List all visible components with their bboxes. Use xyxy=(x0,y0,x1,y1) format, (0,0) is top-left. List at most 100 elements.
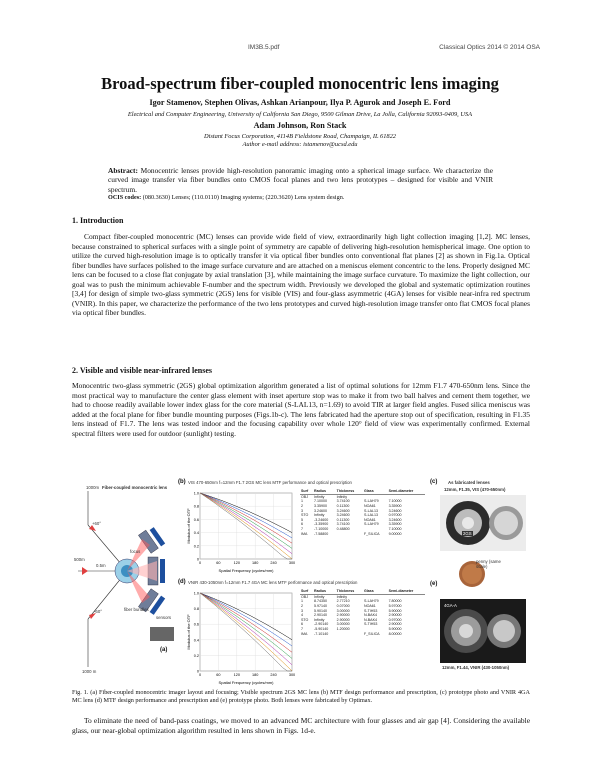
table-cell: 2.90000 xyxy=(336,613,350,618)
table-header-cell: Semi-diameter xyxy=(387,589,425,595)
table-cell: 7 xyxy=(301,627,303,632)
author-email: Author e-mail address: istamenov@ucsd.ed… xyxy=(242,141,358,148)
table-cell: S-LAH79 xyxy=(363,522,379,527)
table-cell: 3.24600 xyxy=(336,508,350,513)
figure-1: 1000m Fiber-coupled monocentric lens +60… xyxy=(72,477,530,685)
mtf-b-mtf-curve xyxy=(199,492,293,544)
table-cell: 5.90140 xyxy=(314,608,328,613)
ocis-label: OCIS codes: xyxy=(108,194,142,201)
mtf-d-xtick: 300 xyxy=(289,673,295,677)
mtf-b-mtf-curve xyxy=(199,492,293,554)
mtf-b-xtick: 120 xyxy=(234,561,240,565)
table-cell: -7.10140 xyxy=(314,631,329,636)
table-cell: 3 xyxy=(301,608,303,613)
table-cell: 2.77210 xyxy=(336,599,350,604)
table-cell: 0.48800 xyxy=(336,527,350,532)
table-cell: NOA61 xyxy=(363,604,376,609)
mtf-d-xtick: 240 xyxy=(270,673,276,677)
mtf-d-mtf-curve xyxy=(199,592,293,641)
mtf-d-mtf-curve xyxy=(199,592,293,665)
table-cell: 1 xyxy=(301,499,303,504)
table-cell: 2 xyxy=(301,504,303,509)
panel-a-layout-diagram xyxy=(78,491,174,667)
table-cell: 2.90140 xyxy=(314,613,328,618)
fig-a-label-1000m: 1000m xyxy=(86,485,100,490)
table-cell: N-BAK4 xyxy=(363,617,377,622)
table-cell: -3.35900 xyxy=(314,522,329,527)
table-cell: STO xyxy=(301,617,309,622)
table-cell: Infinity xyxy=(336,494,348,499)
mtf-d-mtf-curve xyxy=(199,592,293,653)
table-cell: 2.90000 xyxy=(388,622,402,627)
mtf-b-mtf-curve xyxy=(199,492,293,549)
table-header-cell: Semi-diameter xyxy=(387,489,425,495)
mtf-d-xtick: 120 xyxy=(234,673,240,677)
table-cell: 5.97140 xyxy=(314,604,328,609)
authors: Igor Stamenov, Stephen Olivas, Ashkan Ar… xyxy=(149,98,451,107)
table-cell: 9.00000 xyxy=(388,531,402,536)
table-cell: 3.74100 xyxy=(336,499,350,504)
table-cell: 7.10000 xyxy=(388,499,402,504)
table-cell: -7.10000 xyxy=(314,527,329,532)
table-cell: -2.90140 xyxy=(314,622,329,627)
table-cell: -5.90140 xyxy=(314,627,329,632)
mtf-d-xtick: 60 xyxy=(216,673,220,677)
section-heading-lenses: 2. Visible and visible near-infrared len… xyxy=(72,366,213,375)
lens-photo-4ga-label: 4GA-A xyxy=(444,603,457,608)
table-cell: S-TIH53 xyxy=(363,608,378,613)
table-cell: 3.35900 xyxy=(314,504,328,509)
table-cell: 0.07000 xyxy=(336,604,350,609)
table-cell: STO xyxy=(301,513,309,518)
lens-photo-4ga xyxy=(440,599,526,663)
table-cell: 7.80000 xyxy=(388,599,402,604)
table-header-cell: Thickness xyxy=(335,489,363,495)
mtf-b-ytick: 0.6 xyxy=(194,518,199,522)
mtf-d-ytick: 0.2 xyxy=(194,654,199,658)
table-cell: 7.10000 xyxy=(388,527,402,532)
fig-a-label-500m: 500m xyxy=(74,557,85,562)
mtf-b-xtick: 180 xyxy=(252,561,258,565)
table-cell: 0.97000 xyxy=(388,617,402,622)
table-cell: Infinity xyxy=(336,594,348,599)
mtf-d-xtick: 180 xyxy=(252,673,258,677)
table-header-cell: Glass xyxy=(362,589,388,595)
table-cell: Infinity xyxy=(314,617,325,622)
mtf-b-ytick: 0.4 xyxy=(194,531,199,535)
fig-a-title: Fiber-coupled monocentric lens xyxy=(102,485,168,490)
panel-c-subtitle: 12mm, F1.35, VIS (470-650nm) xyxy=(444,487,506,492)
intro-paragraph: Compact fiber-coupled monocentric (MC) l… xyxy=(72,232,530,318)
table-cell: 5.90000 xyxy=(388,608,402,613)
table-cell: OBJ xyxy=(301,494,308,499)
table-cell: 3.35900 xyxy=(388,522,402,527)
table-cell: Infinity xyxy=(314,513,325,518)
mtf-b-mtf-curve xyxy=(199,492,293,533)
table-cell: 3.35900 xyxy=(388,504,402,509)
abstract: Abstract: Monocentric lenses provide hig… xyxy=(108,166,493,194)
table-cell: 7 xyxy=(301,527,303,532)
table-header-cell: Surf xyxy=(300,589,314,595)
mtf-d-xlabel: Spatial Frequency (cycles/mm) xyxy=(219,680,275,685)
abstract-text: Monocentric lenses provide high-resoluti… xyxy=(108,166,493,194)
table-row: 7 -7.10000 0.48800 7.10000 xyxy=(300,527,425,532)
fig-a-label-05m: 0.5m xyxy=(96,563,106,568)
table-cell: Infinity xyxy=(314,494,325,499)
fig-a-label-focus: focus xyxy=(130,549,141,554)
table-header-cell: Surf xyxy=(300,489,314,495)
panel-d-title: VNIR 430-1050nm f=12mm F1.7 4GA MC lens … xyxy=(188,580,358,585)
table-cell: 2 xyxy=(301,604,303,609)
table-cell: S-LAH79 xyxy=(363,499,379,504)
